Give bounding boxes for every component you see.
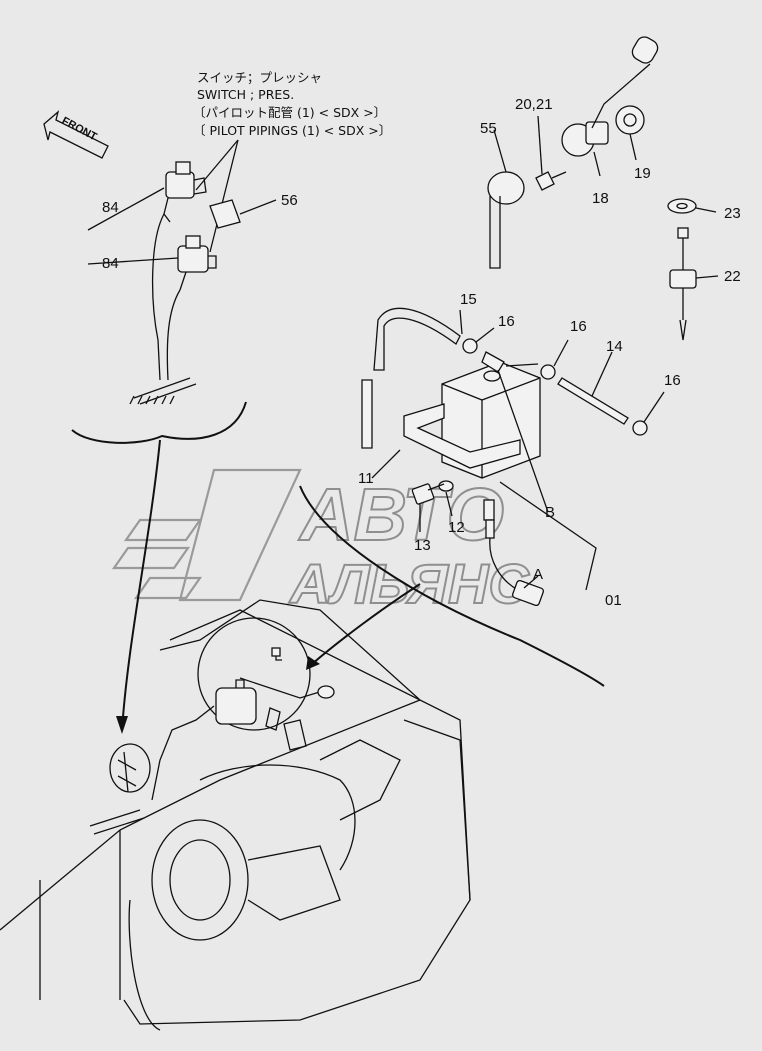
watermark-line2: АЛЬЯНС [288, 552, 530, 615]
arrowhead-left [116, 716, 128, 734]
part-22-probe [669, 227, 719, 341]
callout-14: 14 [606, 338, 623, 355]
note-line-4: 〔 PILOT PIPINGS (1) < SDX >〕 [193, 123, 392, 138]
part-18-sender [561, 121, 609, 177]
part-16-clamp-c [632, 391, 665, 436]
pressure-switch-upper [163, 161, 207, 223]
note-line-3: 〔パイロット配管 (1) < SDX >〕 [193, 105, 387, 120]
part-14-rod [557, 351, 629, 425]
mount-plate [133, 377, 197, 405]
level-switch-wire [483, 481, 597, 607]
callout-22: 22 [724, 268, 741, 285]
callout-84-lower: 84 [102, 255, 119, 272]
machine-overview [0, 599, 471, 1031]
note-line-1: スイッチ；プレッシャ [197, 70, 323, 85]
hatch [129, 395, 175, 405]
detail-bracket-right [299, 485, 605, 687]
callout-16-b: 16 [570, 318, 587, 335]
leader-note-b [209, 139, 239, 253]
callout-18: 18 [592, 190, 609, 207]
callout-23: 23 [724, 205, 741, 222]
part-11-tank [371, 351, 549, 513]
watermark-logo [111, 468, 302, 602]
front-arrow-icon [43, 110, 109, 159]
part-55 [487, 129, 525, 269]
callout-84-upper: 84 [102, 199, 119, 216]
part-13-bolt [411, 483, 445, 532]
callout-16-c: 16 [664, 372, 681, 389]
part-23-washer [667, 198, 717, 214]
switch-wire-2 [166, 289, 181, 381]
callout-11: 11 [358, 470, 374, 487]
callout-20-21: 20,21 [515, 96, 553, 113]
leader-84 [87, 187, 179, 265]
callout-16-a: 16 [498, 313, 515, 330]
part-16-clamp-a [462, 327, 495, 354]
note-line-2: SWITCH ; PRES. [197, 87, 295, 102]
watermark-line1: АВТО [298, 473, 504, 556]
part-56-sleeve [209, 199, 277, 229]
part-15-hose [361, 307, 463, 449]
callout-13: 13 [414, 537, 431, 554]
part-16-clamp-b [540, 339, 569, 380]
leader-note-a [195, 139, 239, 191]
callout-19: 19 [634, 165, 651, 182]
callout-12: 12 [448, 519, 465, 536]
float-arm [591, 36, 659, 129]
pressure-switch-lower [177, 235, 217, 291]
callout-55: 55 [480, 120, 497, 137]
callout-01: 01 [605, 592, 622, 609]
part-19-gasket [615, 105, 645, 161]
part-20-21-bolt [535, 115, 567, 191]
detail-bracket-left [71, 401, 247, 444]
detail-leader-right [311, 583, 421, 665]
callout-56: 56 [281, 192, 298, 209]
callout-A: A [533, 566, 544, 583]
callout-15: 15 [460, 291, 477, 308]
switch-wire-1 [151, 213, 165, 381]
detail-leader-left [121, 439, 161, 731]
callout-B: B [545, 504, 556, 521]
